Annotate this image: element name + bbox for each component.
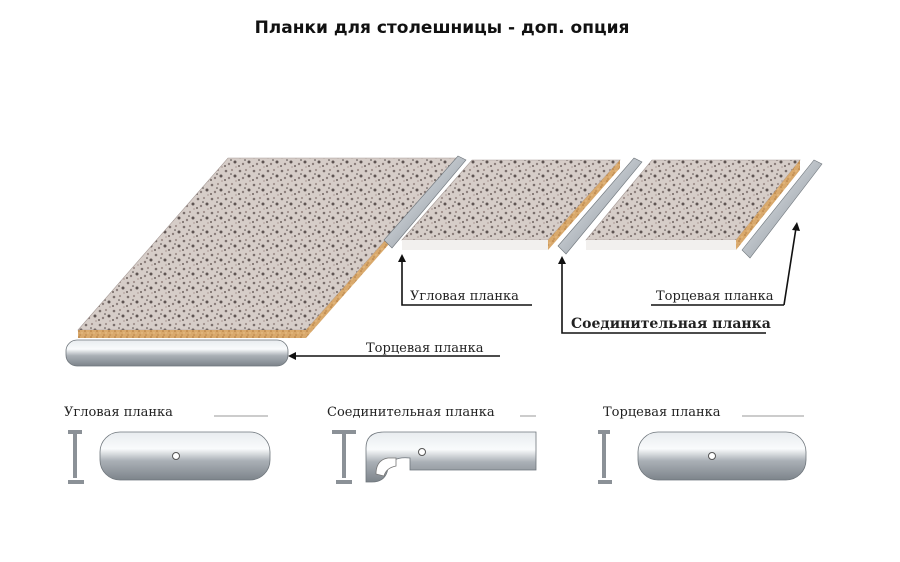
connecting-strip-diagonal — [557, 157, 643, 255]
label-end-strip-left: Торцевая планка — [366, 341, 484, 356]
profile-corner: Угловая планка — [64, 405, 271, 484]
countertop-middle — [401, 159, 621, 250]
countertop-right — [585, 159, 801, 250]
corner-strip-diagonal — [383, 155, 467, 249]
diagram-title: Планки для столешницы - доп. опция — [254, 18, 630, 38]
arrowheads — [288, 222, 800, 360]
profile-end-label: Торцевая планка — [603, 405, 721, 420]
label-connecting-strip: Соединительная планка — [571, 316, 771, 332]
profile-corner-label: Угловая планка — [64, 405, 173, 420]
end-strip-diagonal — [741, 159, 823, 259]
label-corner-strip: Угловая планка — [410, 289, 519, 304]
profile-connecting-label: Соединительная планка — [327, 405, 495, 420]
label-end-strip-right: Торцевая планка — [656, 289, 774, 304]
end-strip-horizontal — [65, 339, 289, 367]
leader-lines — [292, 227, 797, 357]
profile-connecting: Соединительная планка — [327, 405, 537, 484]
profile-end: Торцевая планка — [598, 405, 807, 484]
countertop-large — [77, 157, 459, 338]
